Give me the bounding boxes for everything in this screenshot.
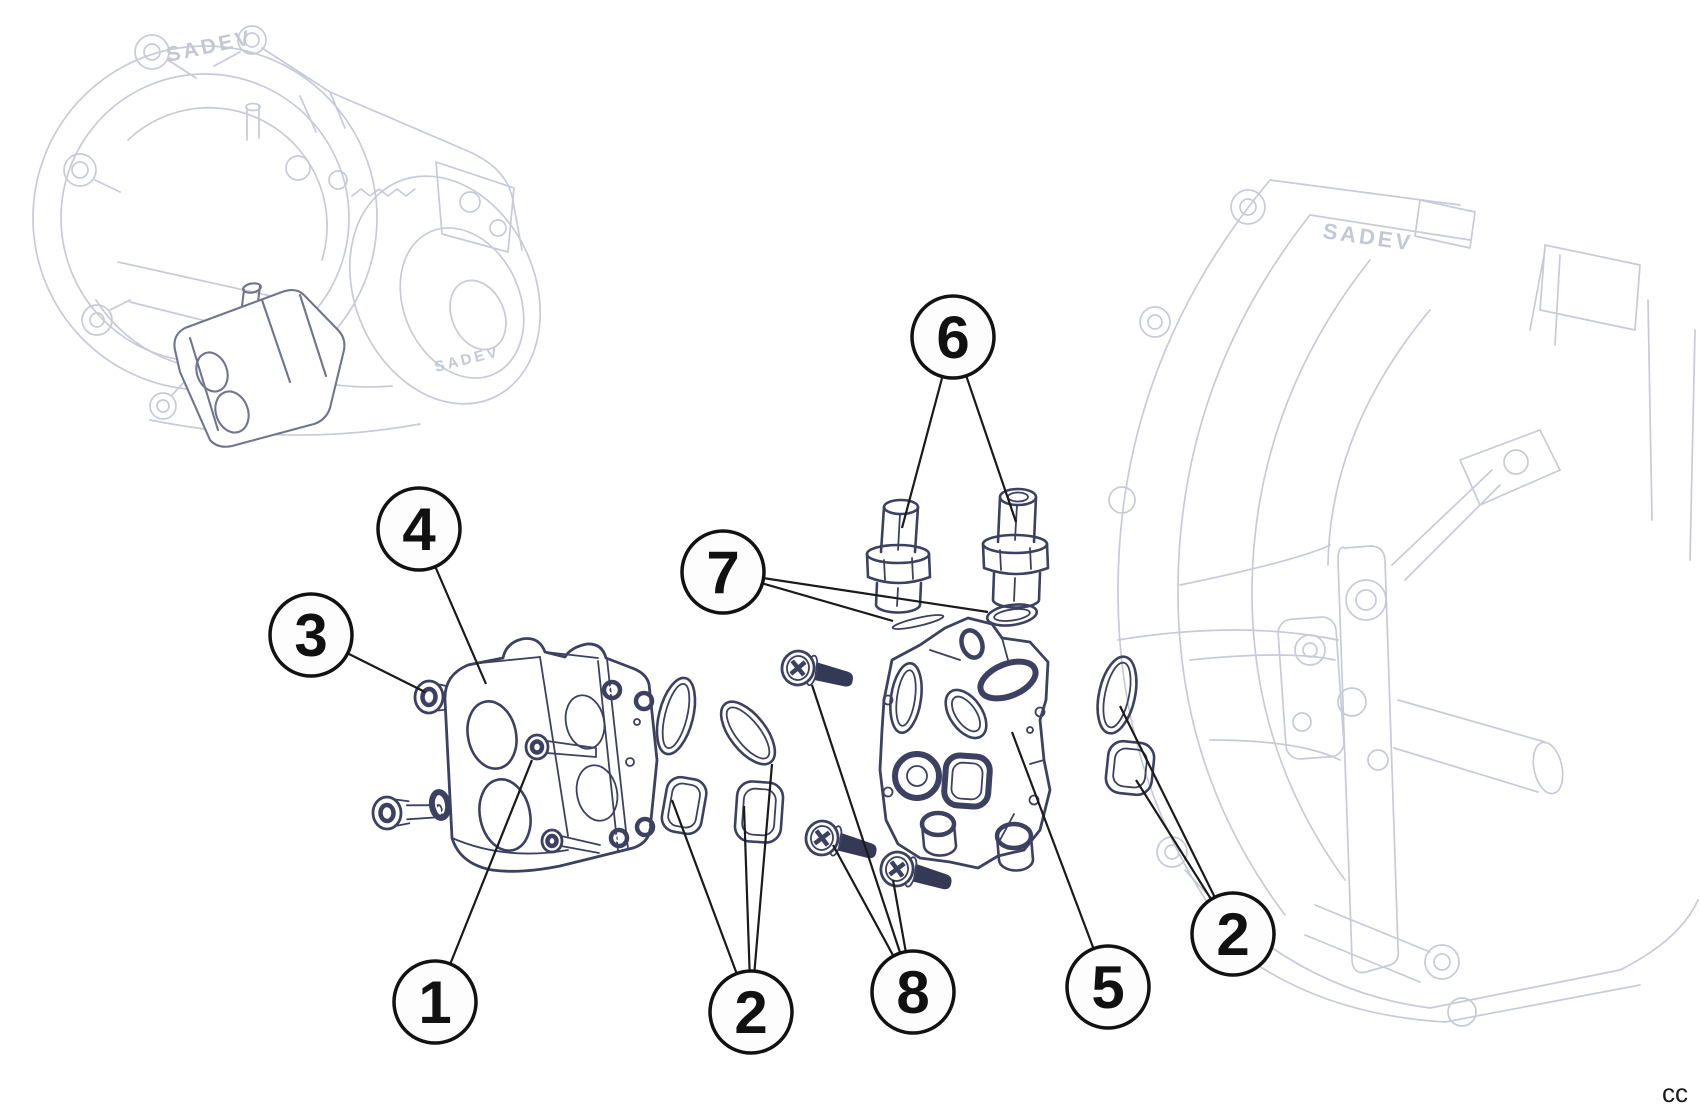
callout-number: 6	[936, 304, 969, 371]
callout-3-socket-head-bolt[interactable]: 3	[268, 592, 426, 693]
callout-balloon[interactable]	[268, 592, 354, 678]
callout-number: 1	[418, 969, 451, 1036]
callout-4-seal-washer[interactable]: 4	[376, 486, 488, 685]
callout-2-gasket-set-left[interactable]: 2	[670, 763, 794, 1055]
callout-2-gasket-set-right[interactable]: 2	[1119, 705, 1276, 977]
casting-logo-sadev: SADEV	[433, 343, 502, 376]
part-oil-cooler	[443, 637, 659, 873]
callout-number: 5	[1091, 954, 1124, 1021]
leader-line	[810, 684, 915, 993]
casting-logo-sadev: SADEV	[1321, 218, 1414, 255]
callout-balloon[interactable]	[376, 486, 462, 572]
callout-balloon[interactable]	[708, 969, 794, 1055]
part-gaskets-left	[655, 676, 785, 844]
callout-number: 3	[294, 602, 327, 669]
callout-number: 8	[896, 959, 929, 1026]
callout-8-mounting-screws[interactable]: 8	[810, 684, 956, 1035]
callout-7-o-ring-seals[interactable]: 7	[680, 529, 989, 623]
callouts: 1 2 2 3 4 5 6 7 8	[268, 294, 1276, 1055]
callout-6-hose-fittings[interactable]: 6	[900, 294, 1018, 529]
callout-1-oil-cooler-core[interactable]: 1	[392, 759, 534, 1045]
callout-balloon[interactable]	[680, 529, 766, 615]
callout-balloon[interactable]	[1190, 891, 1276, 977]
watermark-cc: cc	[1662, 1078, 1688, 1108]
ghost-gearbox-assembly: SADEV SADEV	[32, 25, 542, 436]
leader-line	[722, 570, 989, 614]
callout-balloon[interactable]	[910, 294, 996, 380]
part-gaskets-right	[1096, 655, 1156, 797]
callout-number: 2	[734, 979, 767, 1046]
part-fittings-6	[865, 487, 1050, 614]
callout-balloon[interactable]	[392, 959, 478, 1045]
part-orings-7	[891, 603, 1039, 630]
leader-line	[433, 759, 534, 1003]
callout-balloon[interactable]	[870, 949, 956, 1035]
casting-logo-sadev: SADEV	[164, 26, 254, 67]
leader-line	[1010, 731, 1110, 988]
ghost-mounted-oil-cooler	[173, 282, 346, 448]
ghost-bell-housing: SADEV	[1108, 179, 1699, 1027]
callout-number: 2	[1216, 901, 1249, 968]
callout-number: 4	[402, 496, 436, 563]
callout-5-adapter-plate[interactable]: 5	[1010, 731, 1151, 1030]
callout-balloon[interactable]	[1065, 944, 1151, 1030]
callout-number: 7	[706, 539, 739, 606]
part-adapter-plate	[878, 616, 1052, 872]
